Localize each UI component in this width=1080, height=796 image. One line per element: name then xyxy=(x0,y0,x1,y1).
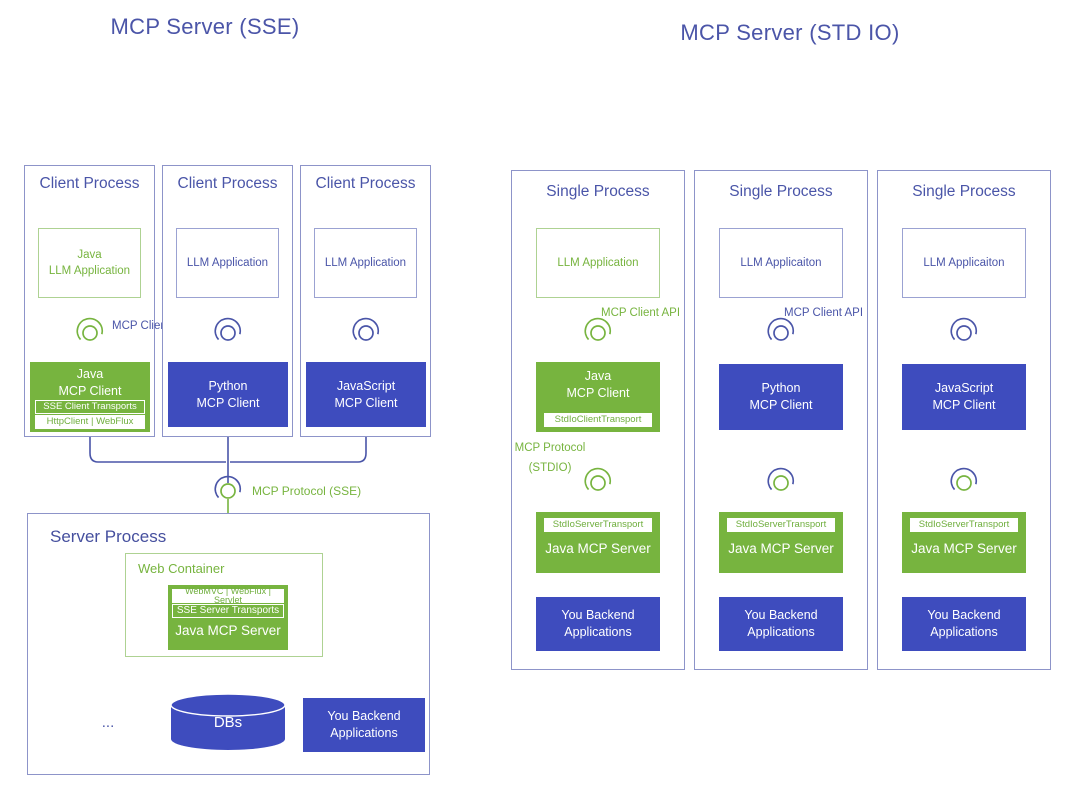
backend-label-line2: Applications xyxy=(747,625,815,639)
sse-diagram-title: MCP Server (SSE) xyxy=(110,14,300,39)
mcp-client-label-line2: MCP Client xyxy=(566,385,630,400)
connector-icon xyxy=(767,317,795,341)
connector-icon xyxy=(950,467,978,491)
backend-label-line2: Applications xyxy=(564,625,632,639)
connector-icon xyxy=(767,467,795,491)
mcp-client-label-line1: Java xyxy=(584,369,612,383)
mcp-client-label-line2: MCP Client xyxy=(196,395,260,410)
connector-icon xyxy=(584,317,612,341)
mcp-client-label-line2: MCP Client xyxy=(58,383,122,398)
transport-strip: StdIoServerTransport xyxy=(544,518,652,532)
llm-application-node: Java LLM Application xyxy=(38,228,141,298)
mcp-client-label-line2: MCP Client xyxy=(334,395,398,410)
mcp-protocol-stdio-line1: MCP Protocol xyxy=(514,442,586,454)
mcp-protocol-stdio-label: MCP Protocol (STDIO) xyxy=(506,441,594,476)
java-mcp-server-label: Java MCP Server xyxy=(728,541,834,556)
mcp-client-label-line2: MCP Client xyxy=(932,398,996,412)
impl-strip: WebMVC | WebFlux | Servlet xyxy=(172,587,284,605)
mcp-protocol-stdio-line2: (STDIO) xyxy=(528,461,572,474)
database-cylinder xyxy=(170,693,286,750)
backend-label-line1: You Backend xyxy=(327,709,401,724)
javascript-mcp-client-node: JavaScript MCP Client xyxy=(306,362,426,427)
mcp-client-label-line2: MCP Client xyxy=(749,398,813,412)
single-process-header: Single Process xyxy=(912,183,1016,200)
web-container-label: Web Container xyxy=(138,561,225,576)
stdio-diagram-title: MCP Server (STD IO) xyxy=(680,20,900,45)
javascript-mcp-client-node: JavaScript MCP Client xyxy=(902,364,1026,430)
java-mcp-server-node: WebMVC | WebFlux | Servlet SSE Server Tr… xyxy=(168,585,288,650)
python-mcp-client-node: Python MCP Client xyxy=(168,362,288,427)
llm-app-label-line2: LLM Application xyxy=(48,265,131,277)
llm-application-node: LLM Application xyxy=(536,228,660,298)
llm-application-node: LLM Applicaiton xyxy=(902,228,1026,298)
mcp-client-api-label: MCP Client API xyxy=(784,307,864,319)
server-process-header: Server Process xyxy=(50,527,167,546)
java-mcp-client-node: Java MCP Client StdIoClientTransport xyxy=(536,362,660,432)
mcp-client-label-line1: Python xyxy=(208,378,248,393)
java-mcp-server-label: Java MCP Server xyxy=(175,623,281,638)
backend-label-line1: You Backend xyxy=(561,608,635,623)
transport-strip: SSE Client Transports xyxy=(35,399,145,414)
client-process-header: Client Process xyxy=(39,175,140,192)
transport-strip: SSE Server Transports xyxy=(172,604,284,618)
client-process-header: Client Process xyxy=(177,175,278,192)
other-backends-ellipsis: ... xyxy=(101,714,115,731)
llm-app-label: LLM Application xyxy=(186,256,269,269)
java-mcp-server-label: Java MCP Server xyxy=(545,541,651,556)
llm-app-label: LLM Application xyxy=(557,256,639,269)
backend-apps-node: You Backend Applications xyxy=(902,597,1026,651)
java-mcp-server-node: StdIoServerTransport Java MCP Server xyxy=(719,512,843,573)
single-process-header: Single Process xyxy=(546,183,650,200)
mcp-client-api-label: MCP Client API xyxy=(601,307,681,319)
llm-application-node: LLM Applicaiton xyxy=(719,228,843,298)
backend-apps-node: You Backend Applications xyxy=(719,597,843,651)
backend-label-line1: You Backend xyxy=(744,608,818,623)
connector-icon xyxy=(352,317,380,341)
client-process-header: Client Process xyxy=(315,175,416,192)
java-mcp-server-node: StdIoServerTransport Java MCP Server xyxy=(902,512,1026,573)
java-mcp-server-label: Java MCP Server xyxy=(911,541,1017,556)
transport-strip: StdIoServerTransport xyxy=(910,518,1018,532)
llm-app-label: LLM Applicaiton xyxy=(740,256,822,269)
impl-strip: HttpClient | WebFlux xyxy=(35,414,145,429)
llm-application-node: LLM Application xyxy=(176,228,279,298)
llm-app-label: LLM Applicaiton xyxy=(923,256,1005,269)
llm-app-label-line1: Java xyxy=(77,248,102,261)
mcp-client-label-line1: Java xyxy=(76,367,104,381)
python-mcp-client-node: Python MCP Client xyxy=(719,364,843,430)
backend-label-line2: Applications xyxy=(930,625,998,639)
java-mcp-server-node: StdIoServerTransport Java MCP Server xyxy=(536,512,660,573)
connector-icon xyxy=(76,317,104,341)
java-mcp-client-node: Java MCP Client SSE Client Transports Ht… xyxy=(30,362,150,432)
backend-apps-node: You Backend Applications xyxy=(536,597,660,651)
transport-strip: StdIoServerTransport xyxy=(727,518,835,532)
backend-label-line1: You Backend xyxy=(927,608,1001,623)
single-process-header: Single Process xyxy=(729,183,833,200)
mcp-client-label-line1: JavaScript xyxy=(934,381,994,396)
connector-icon xyxy=(584,467,612,491)
backend-label-line2: Applications xyxy=(330,726,398,740)
llm-application-node: LLM Application xyxy=(314,228,417,298)
connector-icon xyxy=(950,317,978,341)
connector-icon xyxy=(214,475,242,499)
mcp-protocol-sse-label: MCP Protocol (SSE) xyxy=(252,484,362,498)
backend-apps-node: You Backend Applications xyxy=(303,698,425,752)
transport-strip: StdIoClientTransport xyxy=(544,413,652,427)
dbs-label: DBs xyxy=(213,714,243,731)
connector-icon xyxy=(214,317,242,341)
mcp-client-label-line1: Python xyxy=(761,381,801,396)
mcp-client-label-line1: JavaScript xyxy=(336,378,396,393)
llm-app-label: LLM Application xyxy=(324,256,407,269)
